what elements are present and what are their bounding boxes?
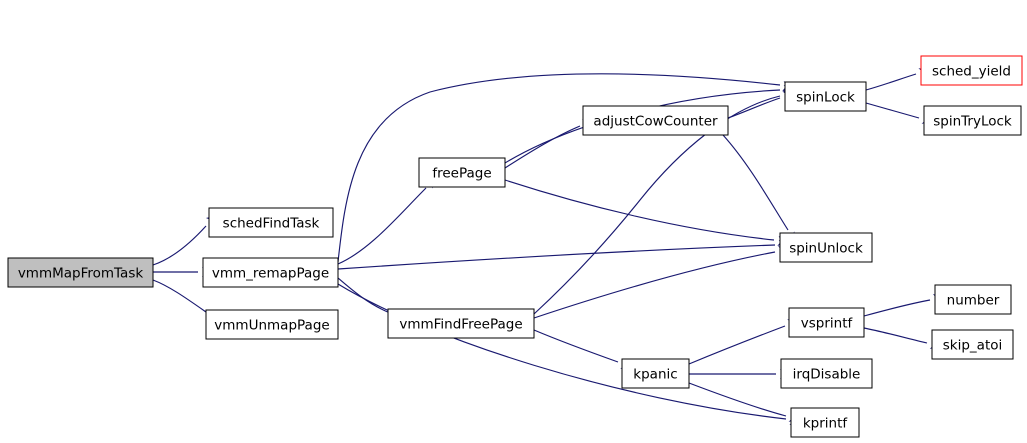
node-label-vmmUnmapPage: vmmUnmapPage	[214, 318, 329, 334]
node-label-kprintf: kprintf	[803, 416, 849, 432]
graph-node-sched_yield[interactable]: sched_yield	[920, 55, 1023, 86]
node-label-number: number	[947, 293, 1000, 309]
call-edge-vmmFindFreePage-to-spinUnlock	[533, 251, 776, 319]
call-edge-freePage-to-adjustCowCounter	[504, 125, 581, 169]
node-box-sched_yield[interactable]	[920, 55, 1023, 86]
node-box-vmmFindFreePage[interactable]	[387, 308, 535, 339]
node-label-irqDisable: irqDisable	[793, 367, 861, 383]
node-box-irqDisable[interactable]	[780, 358, 873, 389]
call-edge-adjustCowCounter-to-spinUnlock	[722, 134, 789, 231]
node-label-vsprintf: vsprintf	[801, 316, 854, 332]
node-label-kpanic: kpanic	[633, 367, 677, 383]
node-label-spinTryLock: spinTryLock	[933, 114, 1012, 130]
call-edge-vsprintf-to-number	[863, 299, 931, 317]
graph-node-skip_atoi[interactable]: skip_atoi	[931, 329, 1014, 360]
graph-node-freePage[interactable]: freePage	[418, 157, 506, 188]
node-box-spinUnlock[interactable]	[779, 232, 873, 263]
call-edge-adjustCowCounter-to-spinLock	[727, 97, 781, 119]
call-edge-kpanic-to-vsprintf	[688, 325, 786, 365]
node-box-spinTryLock[interactable]	[923, 105, 1022, 136]
graph-node-vmmMapFromTask[interactable]: vmmMapFromTask	[7, 257, 154, 288]
node-label-vmmMapFromTask: vmmMapFromTask	[18, 266, 144, 282]
graph-node-spinUnlock[interactable]: spinUnlock	[779, 232, 873, 263]
nodes-layer: vmmMapFromTask schedFindTask vmm_remapPage…	[7, 55, 1023, 438]
node-box-spinLock[interactable]	[784, 81, 867, 112]
call-edge-vmmFindFreePage-to-spinLock	[533, 95, 781, 315]
call-edge-vmm_remapPage-to-spinUnlock	[337, 244, 776, 270]
node-box-freePage[interactable]	[418, 157, 506, 188]
graph-node-spinTryLock[interactable]: spinTryLock	[923, 105, 1022, 136]
node-label-vmmFindFreePage: vmmFindFreePage	[399, 317, 522, 333]
graph-node-vmmUnmapPage[interactable]: vmmUnmapPage	[205, 309, 339, 340]
call-edge-spinLock-to-sched_yield	[865, 73, 917, 91]
graph-node-kprintf[interactable]: kprintf	[790, 407, 860, 438]
graph-node-vmm_remapPage[interactable]: vmm_remapPage	[202, 257, 339, 288]
graph-node-kpanic[interactable]: kpanic	[621, 358, 690, 389]
graph-node-number[interactable]: number	[934, 284, 1012, 315]
node-box-schedFindTask[interactable]	[208, 207, 334, 238]
node-label-freePage: freePage	[432, 166, 491, 182]
node-box-vmmUnmapPage[interactable]	[205, 309, 339, 340]
call-edge-kpanic-to-kprintf	[688, 382, 787, 417]
graph-node-spinLock[interactable]: spinLock	[784, 81, 867, 112]
node-box-kpanic[interactable]	[621, 358, 690, 389]
graph-node-irqDisable[interactable]: irqDisable	[780, 358, 873, 389]
call-edge-spinLock-to-spinTryLock	[865, 102, 920, 119]
graph-node-vmmFindFreePage[interactable]: vmmFindFreePage	[387, 308, 535, 339]
call-edge-vmm_remapPage-to-spinLock	[337, 73, 781, 263]
call-edge-vmmMapFromTask-to-schedFindTask	[152, 225, 207, 266]
node-box-vmm_remapPage[interactable]	[202, 257, 339, 288]
call-edge-vmm_remapPage-to-kprintf	[337, 283, 787, 420]
graph-node-adjustCowCounter[interactable]: adjustCowCounter	[582, 105, 729, 136]
call-edge-vmmMapFromTask-to-vmmUnmapPage	[152, 279, 207, 313]
call-edge-vmmFindFreePage-to-kpanic	[533, 329, 619, 363]
node-box-skip_atoi[interactable]	[931, 329, 1014, 360]
node-label-vmm_remapPage: vmm_remapPage	[212, 266, 329, 282]
node-box-number[interactable]	[934, 284, 1012, 315]
node-box-adjustCowCounter[interactable]	[582, 105, 729, 136]
node-label-adjustCowCounter: adjustCowCounter	[593, 114, 718, 130]
node-box-vsprintf[interactable]	[788, 307, 865, 338]
node-label-spinLock: spinLock	[796, 90, 855, 106]
call-edge-vsprintf-to-skip_atoi	[863, 327, 928, 344]
node-label-schedFindTask: schedFindTask	[223, 216, 320, 232]
node-label-skip_atoi: skip_atoi	[943, 338, 1003, 354]
node-label-spinUnlock: spinUnlock	[789, 241, 863, 257]
node-label-sched_yield: sched_yield	[932, 64, 1011, 80]
call-edge-vmm_remapPage-to-freePage	[337, 187, 427, 265]
node-box-kprintf[interactable]	[790, 407, 860, 438]
node-box-vmmMapFromTask[interactable]	[7, 257, 154, 288]
call-edge-freePage-to-spinUnlock	[504, 179, 775, 241]
graph-node-schedFindTask[interactable]: schedFindTask	[208, 207, 334, 238]
graph-node-vsprintf[interactable]: vsprintf	[788, 307, 865, 338]
